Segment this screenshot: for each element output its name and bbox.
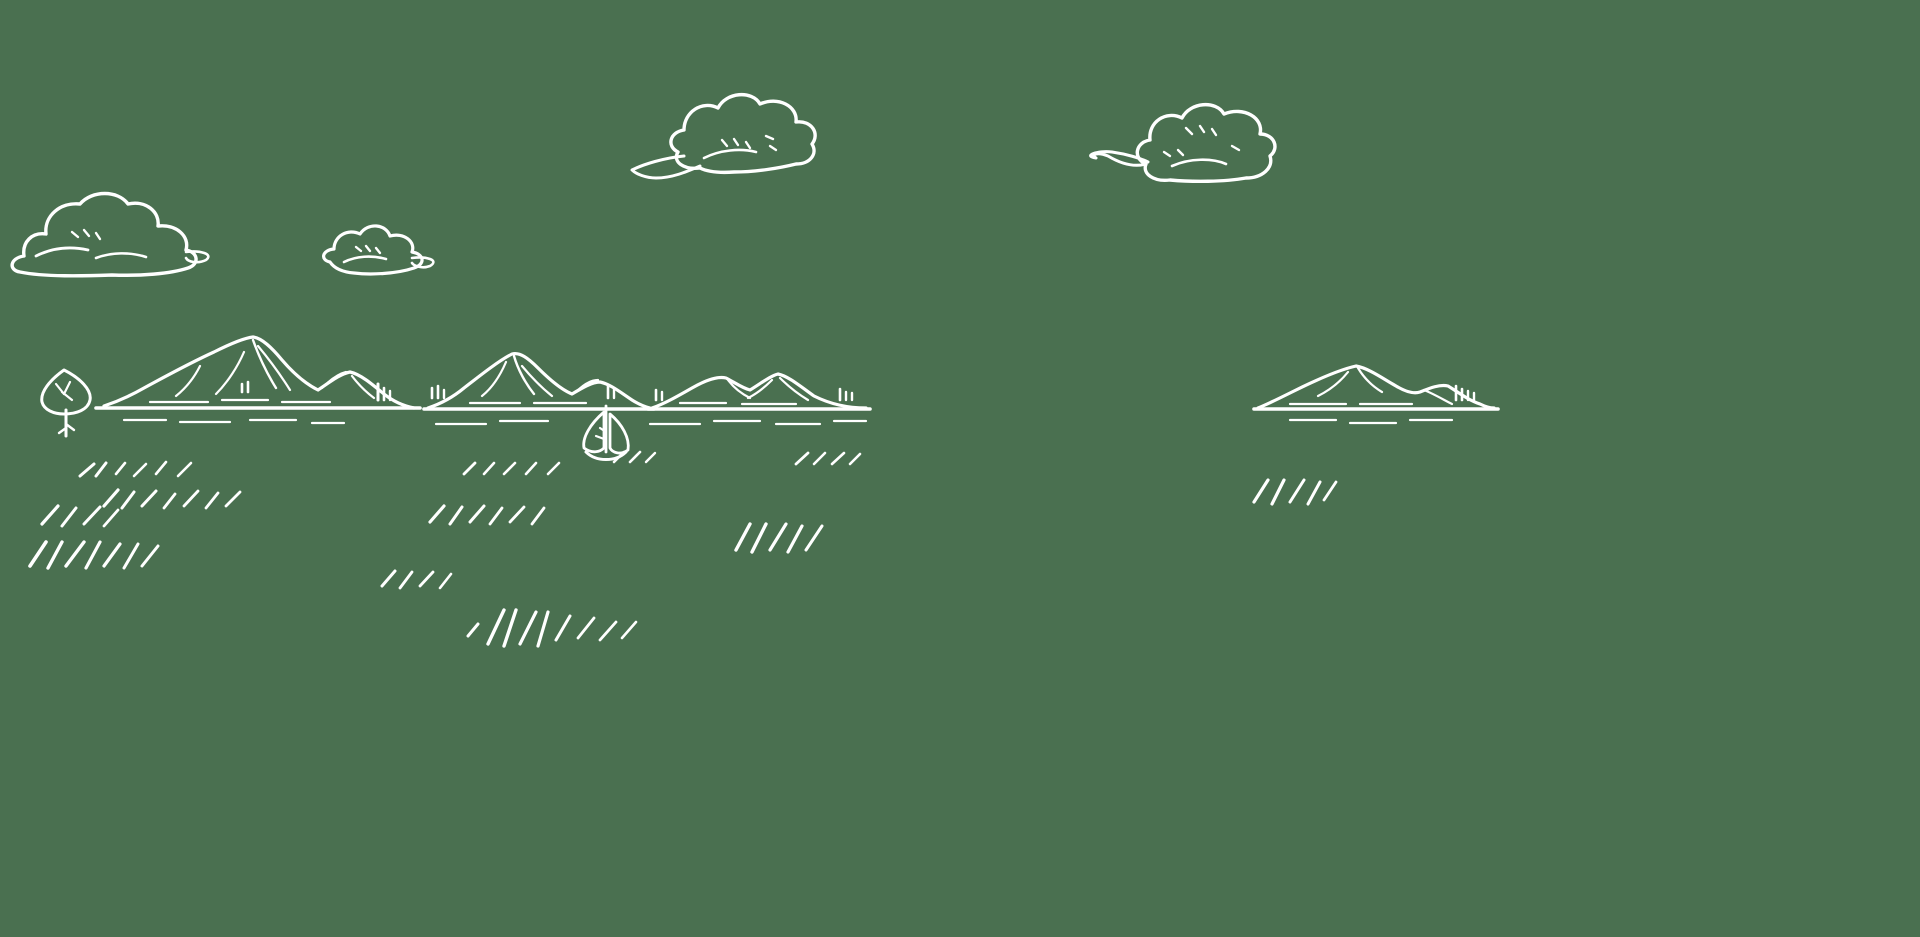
grass-tuft-6	[462, 461, 561, 476]
island-center	[422, 352, 656, 411]
grass-tuft-7	[380, 569, 453, 590]
landform-layer	[94, 335, 1500, 411]
grass-tuft-5	[428, 504, 546, 526]
island-main-left	[94, 335, 422, 410]
lone-tree	[40, 368, 92, 438]
grass-layer	[28, 450, 1338, 648]
grass-tuft-10	[794, 451, 862, 466]
grass-tuft-3	[40, 504, 120, 528]
island-right-of-center	[646, 372, 872, 411]
grass-tuft-2	[102, 488, 242, 510]
island-far-right	[1252, 364, 1500, 411]
grass-tuft-4	[28, 540, 160, 570]
cloud-right	[1089, 103, 1277, 184]
grass-tuft-11	[1252, 478, 1338, 506]
grass-tuft-8	[466, 608, 638, 648]
cloud-far-left	[10, 191, 210, 278]
grass-tuft-12	[612, 450, 657, 464]
cloud-small-left	[322, 224, 435, 276]
grass-tuft-1	[78, 460, 193, 478]
water-ripple-layer	[122, 418, 1454, 426]
sailboat	[582, 404, 630, 461]
grass-tuft-9	[734, 522, 824, 554]
cloud-layer	[10, 93, 1277, 278]
cloud-center	[630, 93, 817, 180]
